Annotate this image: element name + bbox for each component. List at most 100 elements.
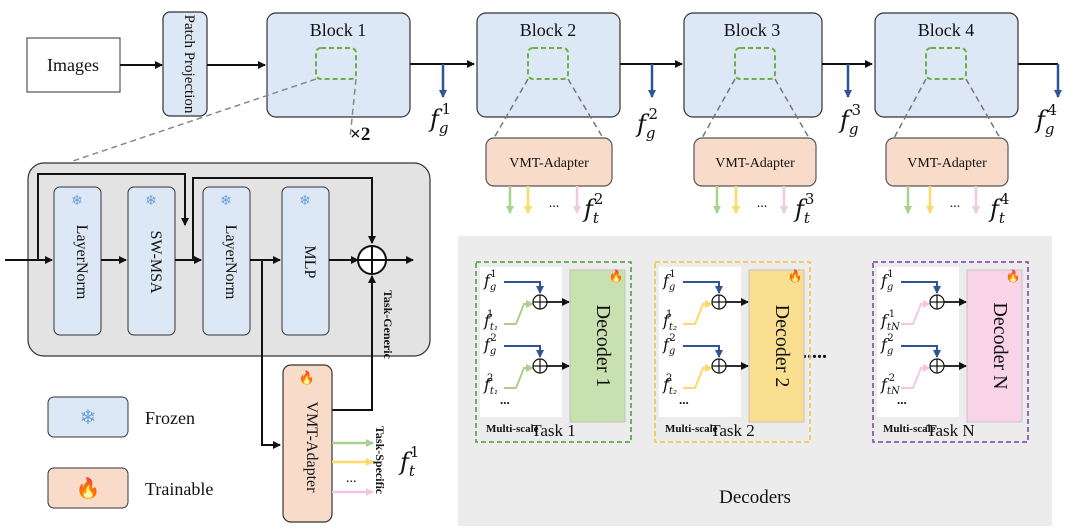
block-2-label: Block 2 — [520, 20, 577, 40]
repeat-label: ×2 — [350, 124, 370, 145]
feature-label: fg2 — [880, 333, 894, 357]
add-node — [711, 294, 727, 310]
layer-layernorm-2: ❄ LayerNorm — [202, 186, 251, 336]
multiscale-panel — [659, 267, 741, 417]
patch-projection-label: Patch Projection — [181, 15, 197, 114]
task-feature-arrow — [683, 300, 713, 325]
add-node — [711, 358, 727, 374]
layer-layernorm-1: ❄ LayerNorm — [53, 186, 102, 336]
fg4-label: fg4 — [1034, 101, 1057, 138]
detail-adapter: 🔥 VMT-Adapter — [282, 364, 333, 523]
add-node — [929, 358, 945, 374]
svg-text:Frozen: Frozen — [145, 408, 195, 428]
layer-sw-msa: ❄ SW-MSA — [127, 186, 176, 336]
decoder-box — [748, 269, 805, 423]
task-border — [475, 261, 632, 443]
decoders-title: Decoders — [719, 487, 791, 508]
svg-text:❄: ❄ — [299, 194, 311, 209]
svg-text:ft4: ft4 — [988, 190, 1009, 227]
task-label: Task 2 — [710, 421, 755, 440]
svg-text:❄: ❄ — [71, 194, 83, 209]
generic-feature-arrow — [901, 281, 941, 294]
feature-label: fg2 — [483, 333, 497, 357]
task-feature-arrow — [901, 300, 931, 325]
svg-text:ft2: ft2 — [582, 190, 603, 227]
feature-label: fg1 — [483, 269, 497, 293]
fg2-label: fg2 — [635, 105, 658, 142]
decoder-label: Decoder 1 — [592, 305, 614, 388]
add-node — [532, 358, 548, 374]
block-3-label: Block 3 — [724, 20, 781, 40]
svg-text:❄: ❄ — [145, 194, 157, 209]
svg-text:🔥: 🔥 — [299, 370, 315, 385]
feature-label: ft₂2 — [662, 373, 677, 397]
feature-label: ft₁1 — [483, 309, 498, 333]
svg-text:...: ... — [346, 471, 357, 486]
svg-text:❄: ❄ — [80, 407, 97, 429]
task-feature-arrow — [901, 364, 931, 389]
task-feature-arrow — [683, 364, 713, 389]
decoder-label: Decoder N — [989, 302, 1011, 389]
fg1-label: fg1 — [428, 100, 451, 137]
svg-text:❄: ❄ — [220, 194, 232, 209]
svg-text:LayerNorm: LayerNorm — [222, 225, 239, 300]
block-4: Block 4 — [874, 12, 1019, 118]
block-detail: ❄ LayerNorm ❄ SW-MSA ❄ LayerNorm ❄ MLP — [5, 162, 431, 357]
patch-projection-box: Patch Projection — [162, 11, 208, 117]
generic-feature-arrow — [683, 281, 723, 294]
svg-text:...: ... — [757, 196, 768, 211]
svg-text:VMT-Adapter: VMT-Adapter — [715, 156, 795, 171]
add-node — [929, 294, 945, 310]
task-feature-arrow — [504, 364, 534, 389]
block-1-label: Block 1 — [310, 20, 367, 40]
fg3-label: fg3 — [838, 101, 861, 138]
multiscale-label: Multi-scale — [883, 423, 936, 435]
block-3: Block 3 — [683, 12, 823, 118]
multiscale-dots: ... — [897, 392, 907, 407]
multiscale-panel — [877, 267, 959, 417]
layer-mlp: ❄ MLP — [281, 186, 330, 336]
task-generic-label: Task-Generic — [381, 290, 395, 360]
generic-feature-arrow — [901, 345, 941, 358]
svg-text:MLP: MLP — [301, 246, 318, 279]
adapter-2: VMT-Adapter ... ft2 — [485, 78, 613, 227]
multiscale-dots: ... — [500, 392, 510, 407]
task-label: Task 1 — [531, 421, 576, 440]
svg-text:VMT-Adapter: VMT-Adapter — [509, 156, 589, 171]
ft1-label: ft1 — [398, 443, 419, 480]
block-2: Block 2 — [476, 12, 621, 118]
svg-text:...: ... — [950, 196, 961, 211]
images-label: Images — [47, 55, 99, 75]
svg-text:VMT-Adapter: VMT-Adapter — [907, 156, 987, 171]
generic-feature-arrow — [683, 345, 723, 358]
block-1: Block 1 — [266, 12, 411, 118]
task-specific-label: Task-Specific — [373, 426, 387, 495]
decoder-label: Decoder 2 — [771, 305, 793, 388]
svg-text:...: ... — [549, 196, 560, 211]
multiscale-label: Multi-scale — [486, 423, 539, 435]
trainable-icon: 🔥 — [788, 269, 803, 283]
block-1-inner-dashed — [315, 47, 357, 80]
decoders-panel: Decoders ...... fg1ft₁1fg2ft₁2...Multi-s… — [458, 236, 1052, 526]
trainable-icon: 🔥 — [609, 269, 624, 283]
add-node — [532, 294, 548, 310]
svg-text:SW-MSA: SW-MSA — [147, 230, 164, 294]
tasks-ellipsis: ...... — [797, 341, 827, 363]
task-label: Task N — [926, 421, 974, 440]
task-border — [654, 261, 811, 443]
legend-trainable: 🔥 Trainable — [47, 467, 213, 509]
decoder-box — [966, 269, 1023, 423]
task-border — [872, 261, 1029, 443]
generic-feature-arrow — [504, 345, 544, 358]
multiscale-label: Multi-scale — [665, 423, 718, 435]
svg-text:VMT-Adapter: VMT-Adapter — [303, 402, 320, 494]
svg-text:ft3: ft3 — [793, 190, 814, 227]
feature-label: ft₁2 — [483, 373, 498, 397]
adapter-4: VMT-Adapter ... ft4 — [885, 78, 1009, 227]
svg-text:🔥: 🔥 — [76, 476, 101, 500]
generic-feature-arrow — [504, 281, 544, 294]
